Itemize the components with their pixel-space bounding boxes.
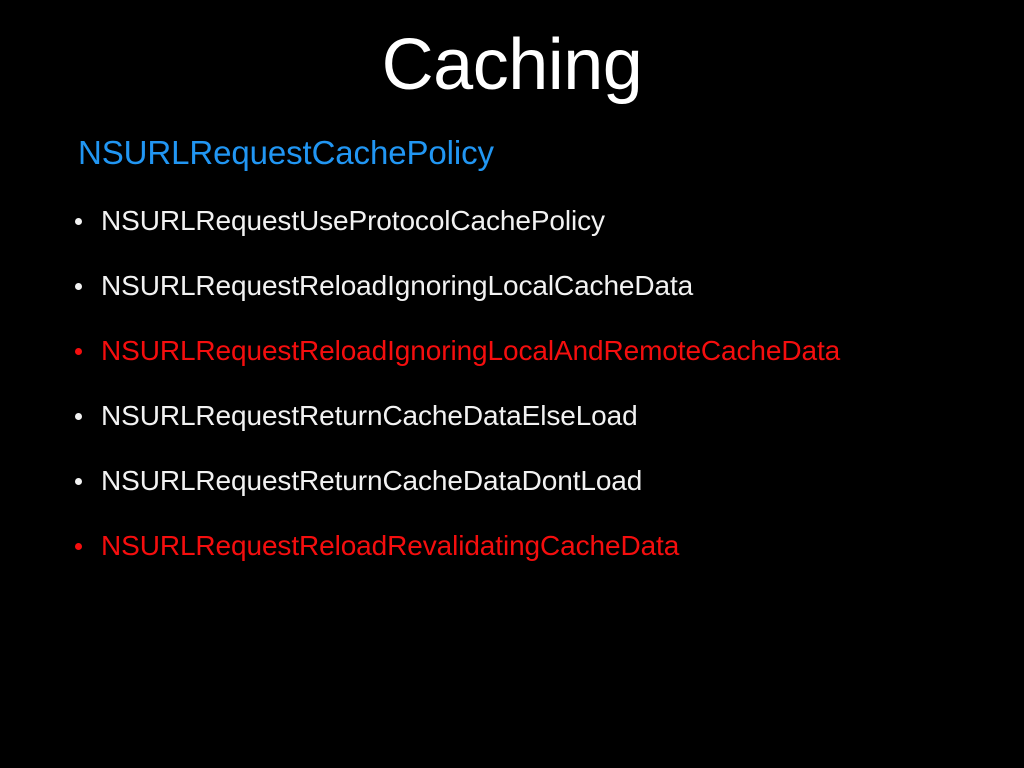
page-title: Caching — [381, 25, 643, 105]
section-subheading: NSURLRequestCachePolicy — [78, 134, 494, 171]
list-item: NSURLRequestReloadRevalidatingCacheData — [72, 530, 972, 595]
list-item-label: NSURLRequestReloadRevalidatingCacheData — [101, 530, 680, 561]
bullet-dot-icon — [75, 478, 82, 485]
list-item: NSURLRequestReturnCacheDataDontLoad — [72, 465, 972, 530]
list-item-label: NSURLRequestReturnCacheDataDontLoad — [101, 465, 643, 496]
bullet-dot-icon — [75, 283, 82, 290]
list-item: NSURLRequestUseProtocolCachePolicy — [72, 205, 972, 270]
bullet-dot-icon — [75, 543, 82, 550]
list-item: NSURLRequestReloadIgnoringLocalAndRemote… — [72, 335, 972, 400]
list-item: NSURLRequestReloadIgnoringLocalCacheData — [72, 270, 972, 335]
bullet-dot-icon — [75, 348, 82, 355]
list-item: NSURLRequestReturnCacheDataElseLoad — [72, 400, 972, 465]
list-item-label: NSURLRequestUseProtocolCachePolicy — [101, 205, 605, 236]
list-item-label: NSURLRequestReloadIgnoringLocalCacheData — [101, 270, 694, 301]
bullet-dot-icon — [75, 218, 82, 225]
bullet-dot-icon — [75, 413, 82, 420]
list-item-label: NSURLRequestReturnCacheDataElseLoad — [101, 400, 638, 431]
list-item-label: NSURLRequestReloadIgnoringLocalAndRemote… — [101, 335, 841, 366]
